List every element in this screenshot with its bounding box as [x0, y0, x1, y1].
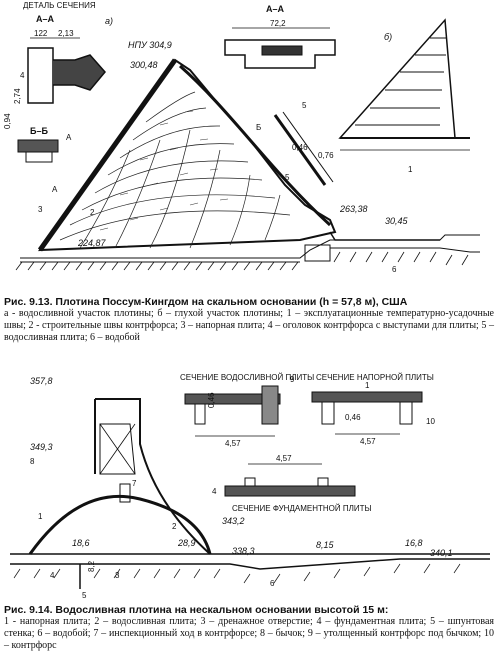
- label-dim-82: 8,2: [87, 560, 96, 572]
- figure-9-13: ДЕТАЛЬ СЕЧЕНИЯ А–А 122 2,13 0,94 2,74 4 …: [0, 0, 499, 300]
- section-head-slab: [311, 391, 423, 435]
- label-sec-head: СЕЧЕНИЕ НАПОРНОЙ ПЛИТЫ: [316, 373, 434, 382]
- label-dim-213: 2,13: [58, 29, 74, 38]
- label-sec-found: СЕЧЕНИЕ ФУНДАМЕНТНОЙ ПЛИТЫ: [232, 504, 372, 513]
- label-section-bb: Б–Б: [30, 126, 48, 136]
- label-elev-263: 263,38: [339, 204, 368, 214]
- label-elev-2248: 224,87: [77, 238, 107, 248]
- label-n10: 10: [426, 417, 435, 426]
- label-n8: 8: [30, 457, 35, 466]
- label-num-5: 5: [285, 173, 290, 182]
- label-elev-3578: 357,8: [30, 376, 53, 386]
- ground-hatch: [15, 251, 469, 271]
- figure-9-13-caption-title: Рис. 9.13. Плотина Поссум-Кингдом на ска…: [4, 296, 408, 308]
- label-num-5-right: 5: [302, 101, 307, 110]
- label-n4: 4: [50, 571, 55, 580]
- stilling-basin: [304, 231, 440, 262]
- label-letter-a2: А: [52, 185, 58, 194]
- label-n9: 9: [290, 375, 295, 384]
- label-dim-289: 28,9: [177, 538, 196, 548]
- buttress-joints: [59, 91, 291, 249]
- label-elev-3045: 30,45: [385, 216, 409, 226]
- label-dim-046: 0,46: [292, 143, 308, 152]
- label-n4b: 4: [212, 487, 217, 496]
- label-elev-3432: 343,2: [222, 516, 245, 526]
- label-n5: 5: [82, 591, 87, 600]
- label-dim-046a: 0,46: [207, 392, 216, 408]
- label-detail-section: ДЕТАЛЬ СЕЧЕНИЯ: [23, 1, 96, 10]
- spillway-slab-detail: [273, 111, 334, 186]
- spillway-foundation: [10, 553, 490, 589]
- label-dim-046b: 0,46: [345, 413, 361, 422]
- label-part-b: б): [384, 32, 392, 42]
- label-sec-spill: СЕЧЕНИЕ ВОДОСЛИВНОЙ ПЛИТЫ: [180, 373, 314, 382]
- label-elev-3383: 338,3: [232, 546, 255, 556]
- figure-9-14-caption: Рис. 9.14. Водосливная плотина на нескал…: [4, 604, 494, 652]
- dam-body: [37, 58, 337, 252]
- label-n3: 3: [115, 571, 120, 580]
- label-dim-168: 16,8: [405, 538, 423, 548]
- label-section-aa-top: А–А: [266, 4, 285, 14]
- buttress-bricks: [99, 110, 229, 231]
- label-dim-457c: 4,57: [276, 454, 292, 463]
- label-n1: 1: [38, 512, 43, 521]
- label-part-a: а): [105, 16, 113, 26]
- label-num-2: 2: [90, 208, 95, 217]
- label-dim-094: 0,94: [3, 113, 12, 129]
- label-dim-122: 122: [34, 29, 48, 38]
- detail-section-aa: [17, 37, 106, 163]
- label-num-6: 6: [392, 265, 397, 274]
- label-dim-076: 0,76: [318, 151, 334, 160]
- figure-9-14-caption-text: 1 - напорная плита; 2 – водосливная плит…: [4, 616, 494, 651]
- label-dim-457b: 4,57: [360, 437, 376, 446]
- section-aa-top: [224, 27, 336, 69]
- figure-9-13-drawing: ДЕТАЛЬ СЕЧЕНИЯ А–А 122 2,13 0,94 2,74 4 …: [3, 1, 480, 274]
- label-num-1-right: 1: [408, 165, 413, 174]
- label-dim-722: 72,2: [270, 19, 286, 28]
- label-num-3: 3: [38, 205, 43, 214]
- detail-b-glukhoy: [338, 18, 470, 151]
- label-elev-300: 300,48: [130, 60, 158, 70]
- label-dim-186: 18,6: [72, 538, 90, 548]
- figure-9-13-caption-text: а - водосливной участок плотины; б – глу…: [4, 308, 494, 343]
- figure-9-14: СЕЧЕНИЕ ВОДОСЛИВНОЙ ПЛИТЫ СЕЧЕНИЕ НАПОРН…: [0, 364, 499, 604]
- label-n2: 2: [172, 522, 177, 531]
- spillway-ground-hatch: [13, 563, 461, 584]
- label-n1b: 1: [365, 381, 370, 390]
- figure-9-14-caption-title: Рис. 9.14. Водосливная плотина на нескал…: [4, 604, 389, 616]
- label-num-4: 4: [20, 71, 25, 80]
- label-dim-815: 8,15: [316, 540, 335, 550]
- label-dim-274: 2,74: [13, 88, 22, 104]
- label-letter-a1: А: [66, 133, 72, 142]
- figure-9-13-caption: Рис. 9.13. Плотина Поссум-Кингдом на ска…: [4, 296, 494, 344]
- label-npu: НПУ 304,9: [128, 40, 172, 50]
- label-n7: 7: [132, 479, 137, 488]
- foundation-ground: [20, 234, 480, 263]
- label-section-aa-left: А–А: [36, 14, 55, 24]
- section-foundation-slab: [224, 463, 356, 497]
- label-n6: 6: [270, 579, 275, 588]
- label-letter-b: Б: [256, 123, 261, 132]
- label-dim-457a: 4,57: [225, 439, 241, 448]
- label-elev-3493: 349,3: [30, 442, 53, 452]
- section-spillway-slab: [184, 385, 281, 437]
- label-elev-3401: 340,1: [430, 548, 453, 558]
- figure-9-14-drawing: СЕЧЕНИЕ ВОДОСЛИВНОЙ ПЛИТЫ СЕЧЕНИЕ НАПОРН…: [10, 373, 490, 600]
- spillway-dam-body: [28, 398, 212, 555]
